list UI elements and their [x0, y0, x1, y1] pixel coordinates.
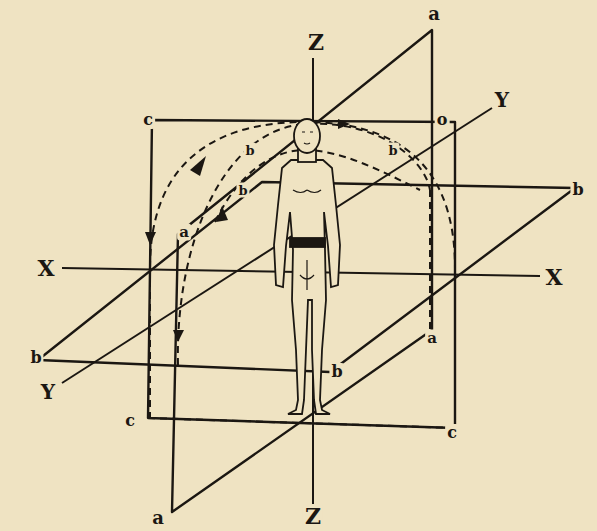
corner-letter: o: [435, 111, 450, 129]
corner-letter: b: [386, 143, 399, 158]
corner-letter: c: [123, 412, 137, 430]
axis-label: X: [35, 256, 56, 280]
corner-letter: b: [243, 143, 256, 158]
corner-letter: a: [426, 4, 442, 24]
axis-label: X: [543, 265, 564, 289]
rotation-arcs: [148, 122, 455, 428]
corner-letter: b: [570, 181, 585, 199]
corner-letter: c: [141, 111, 155, 129]
corner-letter: b: [236, 183, 249, 198]
corner-letter: a: [425, 330, 439, 347]
axis-label: Y: [39, 381, 57, 403]
corner-letter: c: [445, 424, 459, 442]
axis-label: Y: [493, 89, 511, 111]
corner-letter: b: [329, 363, 344, 381]
axis-label: Z: [303, 504, 323, 528]
corner-letter: b: [28, 349, 43, 367]
corner-letter: a: [150, 508, 166, 528]
corner-letter: a: [177, 224, 191, 241]
figure-details: [293, 132, 321, 290]
axis-label: Z: [306, 30, 326, 54]
